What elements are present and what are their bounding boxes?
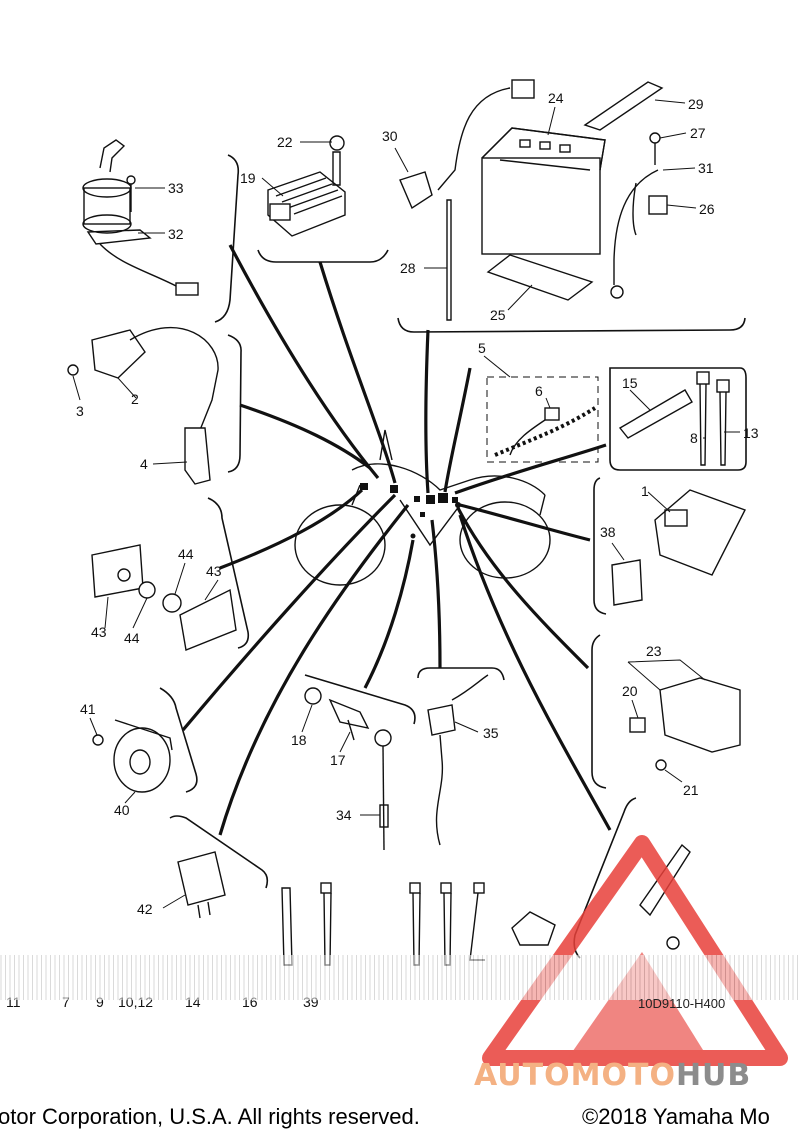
label-21: 23 [646, 643, 662, 659]
label-44: 44 [124, 630, 140, 646]
label-leaders [72, 99, 740, 909]
copyright-right: ©2018 Yamaha Mo [582, 1104, 770, 1129]
label-9: 9 [96, 994, 104, 1010]
label-29: 29 [688, 96, 704, 112]
label-19: 19 [240, 170, 256, 186]
breather-tube-icon [446, 199, 452, 321]
starter-relay-icon [629, 677, 741, 771]
positive-cable-icon [610, 132, 668, 299]
cable-tie-icon [696, 371, 730, 466]
label-8: 8 [690, 430, 698, 446]
label-26: 26 [699, 201, 715, 217]
neutral-switch-icon [304, 687, 392, 851]
label-13: 13 [743, 425, 759, 441]
label-27: 27 [690, 125, 706, 141]
cdi-unit-icon [654, 489, 746, 576]
label-32: 32 [168, 226, 184, 242]
drawing-code: 10D9110-H400 [638, 996, 726, 1011]
label-28: 28 [400, 260, 416, 276]
label-43: 43 [91, 624, 107, 640]
watermark-brand: AUTOMOTOHUB [474, 1058, 751, 1093]
protector-tube-icon [618, 389, 693, 439]
label-42: 42 [137, 901, 153, 917]
flasher-relay-icon [177, 851, 226, 906]
label-43-top: 43 [206, 563, 222, 579]
label-3: 3 [76, 403, 84, 419]
label-44-top: 44 [178, 546, 194, 562]
label-17: 17 [330, 752, 346, 768]
label-40: 40 [114, 802, 130, 818]
harness-leaders [181, 244, 612, 836]
label-38: 38 [600, 524, 616, 540]
label-31: 31 [698, 160, 714, 176]
brand-part1: AUTOMOTO [474, 1058, 676, 1093]
label-15: 15 [622, 375, 638, 391]
label-30: 30 [382, 128, 398, 144]
scan-noise-band [0, 955, 800, 1000]
negative-cable-icon [399, 79, 535, 210]
brake-switch-icon [427, 674, 489, 846]
label-7: 7 [62, 994, 70, 1010]
label-6: 6 [535, 383, 543, 399]
label-5: 5 [478, 340, 486, 356]
group-brackets [159, 154, 747, 959]
battery-icon [481, 127, 606, 255]
label-2: 2 [131, 391, 139, 407]
frame-silhouette [294, 429, 551, 586]
horn-icon [92, 719, 173, 793]
label-41: 41 [80, 701, 96, 717]
harness-connectors [360, 483, 461, 539]
label-18: 18 [291, 732, 307, 748]
battery-pad-icon [486, 254, 594, 301]
label-4: 4 [140, 456, 148, 472]
part-labels: 33 32 22 19 24 29 30 27 31 26 28 25 3 2 … [76, 90, 759, 917]
brand-part2: HUB [675, 1058, 752, 1093]
label-20: 22 [277, 134, 293, 150]
copyright-left: otor Corporation, U.S.A. All rights rese… [0, 1104, 420, 1129]
battery-band-icon [583, 81, 664, 131]
label-22: 20 [622, 683, 638, 699]
sub-wire-harness-icon [486, 376, 599, 463]
relay-icon [611, 559, 643, 606]
rectifier-regulator-icon [267, 135, 346, 237]
label-33: 33 [168, 180, 184, 196]
label-34: 34 [336, 807, 352, 823]
part-drawings [67, 79, 746, 966]
watermark-logo-icon [482, 835, 788, 1066]
label-1: 1 [641, 483, 649, 499]
main-switch-icon [82, 139, 199, 296]
ignition-coil-icon [67, 327, 219, 485]
label-23: 21 [683, 782, 699, 798]
label-24: 24 [548, 90, 564, 106]
label-25: 25 [490, 307, 506, 323]
label-35: 35 [483, 725, 499, 741]
reflector-icon [91, 544, 237, 651]
